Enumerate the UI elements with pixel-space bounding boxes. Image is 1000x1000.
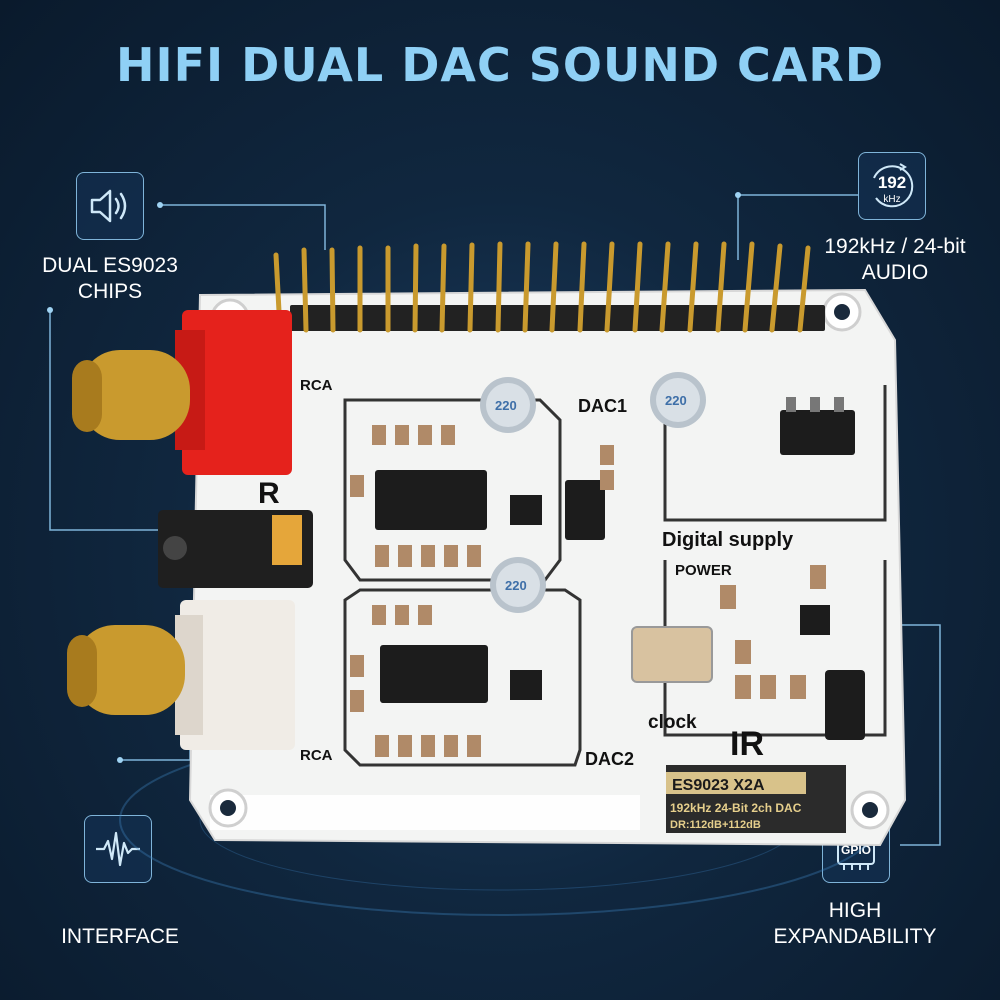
- cap2-text: 220: [665, 393, 687, 408]
- dac1-label: DAC1: [578, 396, 627, 416]
- digital-supply-label: Digital supply: [662, 529, 794, 551]
- capacitors: 220 220 220: [480, 372, 706, 613]
- gpio-pins: [273, 241, 811, 333]
- spec-label: 192kHz 24-Bit 2ch DAC: [670, 801, 802, 815]
- page-title: HIFI DUAL DAC SOUND CARD: [115, 38, 885, 92]
- rca-white-jack: [67, 600, 295, 750]
- dac2-label: DAC2: [585, 749, 634, 769]
- audio-label-line2: AUDIO: [861, 261, 929, 284]
- chips-label: DUAL ES9023 CHIPS: [20, 253, 200, 305]
- cap1-text: 220: [495, 398, 517, 413]
- rca-top-label: RCA: [300, 377, 333, 394]
- expand-label: HIGH EXPANDABILITY: [755, 898, 955, 950]
- headphone-jack: [158, 510, 313, 588]
- crystal-oscillator: [631, 626, 713, 683]
- sample-rate-unit: kHz: [883, 194, 900, 205]
- sample-rate-value: 192: [878, 173, 906, 192]
- ir-label: IR: [730, 725, 764, 763]
- audio-label-line1: 192kHz / 24-bit: [824, 235, 966, 258]
- pcb: [188, 288, 907, 847]
- expand-label-line1: HIGH: [828, 899, 882, 922]
- model-label: ES9023 X2A: [672, 777, 765, 794]
- expand-label-line2: EXPANDABILITY: [773, 925, 937, 948]
- waveform-icon: [96, 831, 140, 867]
- clock-label: clock: [648, 712, 697, 733]
- power-label: POWER: [675, 562, 732, 579]
- interface-label: INTERFACE: [61, 925, 179, 948]
- r-label: R: [258, 477, 280, 510]
- dr-label: DR:112dB+112dB: [670, 819, 761, 831]
- speaker-icon-box: [76, 172, 144, 240]
- gpio-text: GPIO: [841, 843, 871, 857]
- speaker-icon: [90, 189, 127, 223]
- chips-label-line1: DUAL ES9023: [42, 254, 178, 277]
- cap3-text: 220: [505, 578, 527, 593]
- audio-label: 192kHz / 24-bit AUDIO: [800, 234, 990, 286]
- rca-bottom-label: RCA: [300, 747, 333, 764]
- sample-rate-icon: 192 kHz: [873, 163, 914, 208]
- sample-rate-icon-box: 192 kHz: [858, 152, 926, 220]
- chips-label-line2: CHIPS: [77, 280, 143, 303]
- waveform-icon-box: [84, 815, 152, 883]
- rca-red-jack: [72, 310, 292, 475]
